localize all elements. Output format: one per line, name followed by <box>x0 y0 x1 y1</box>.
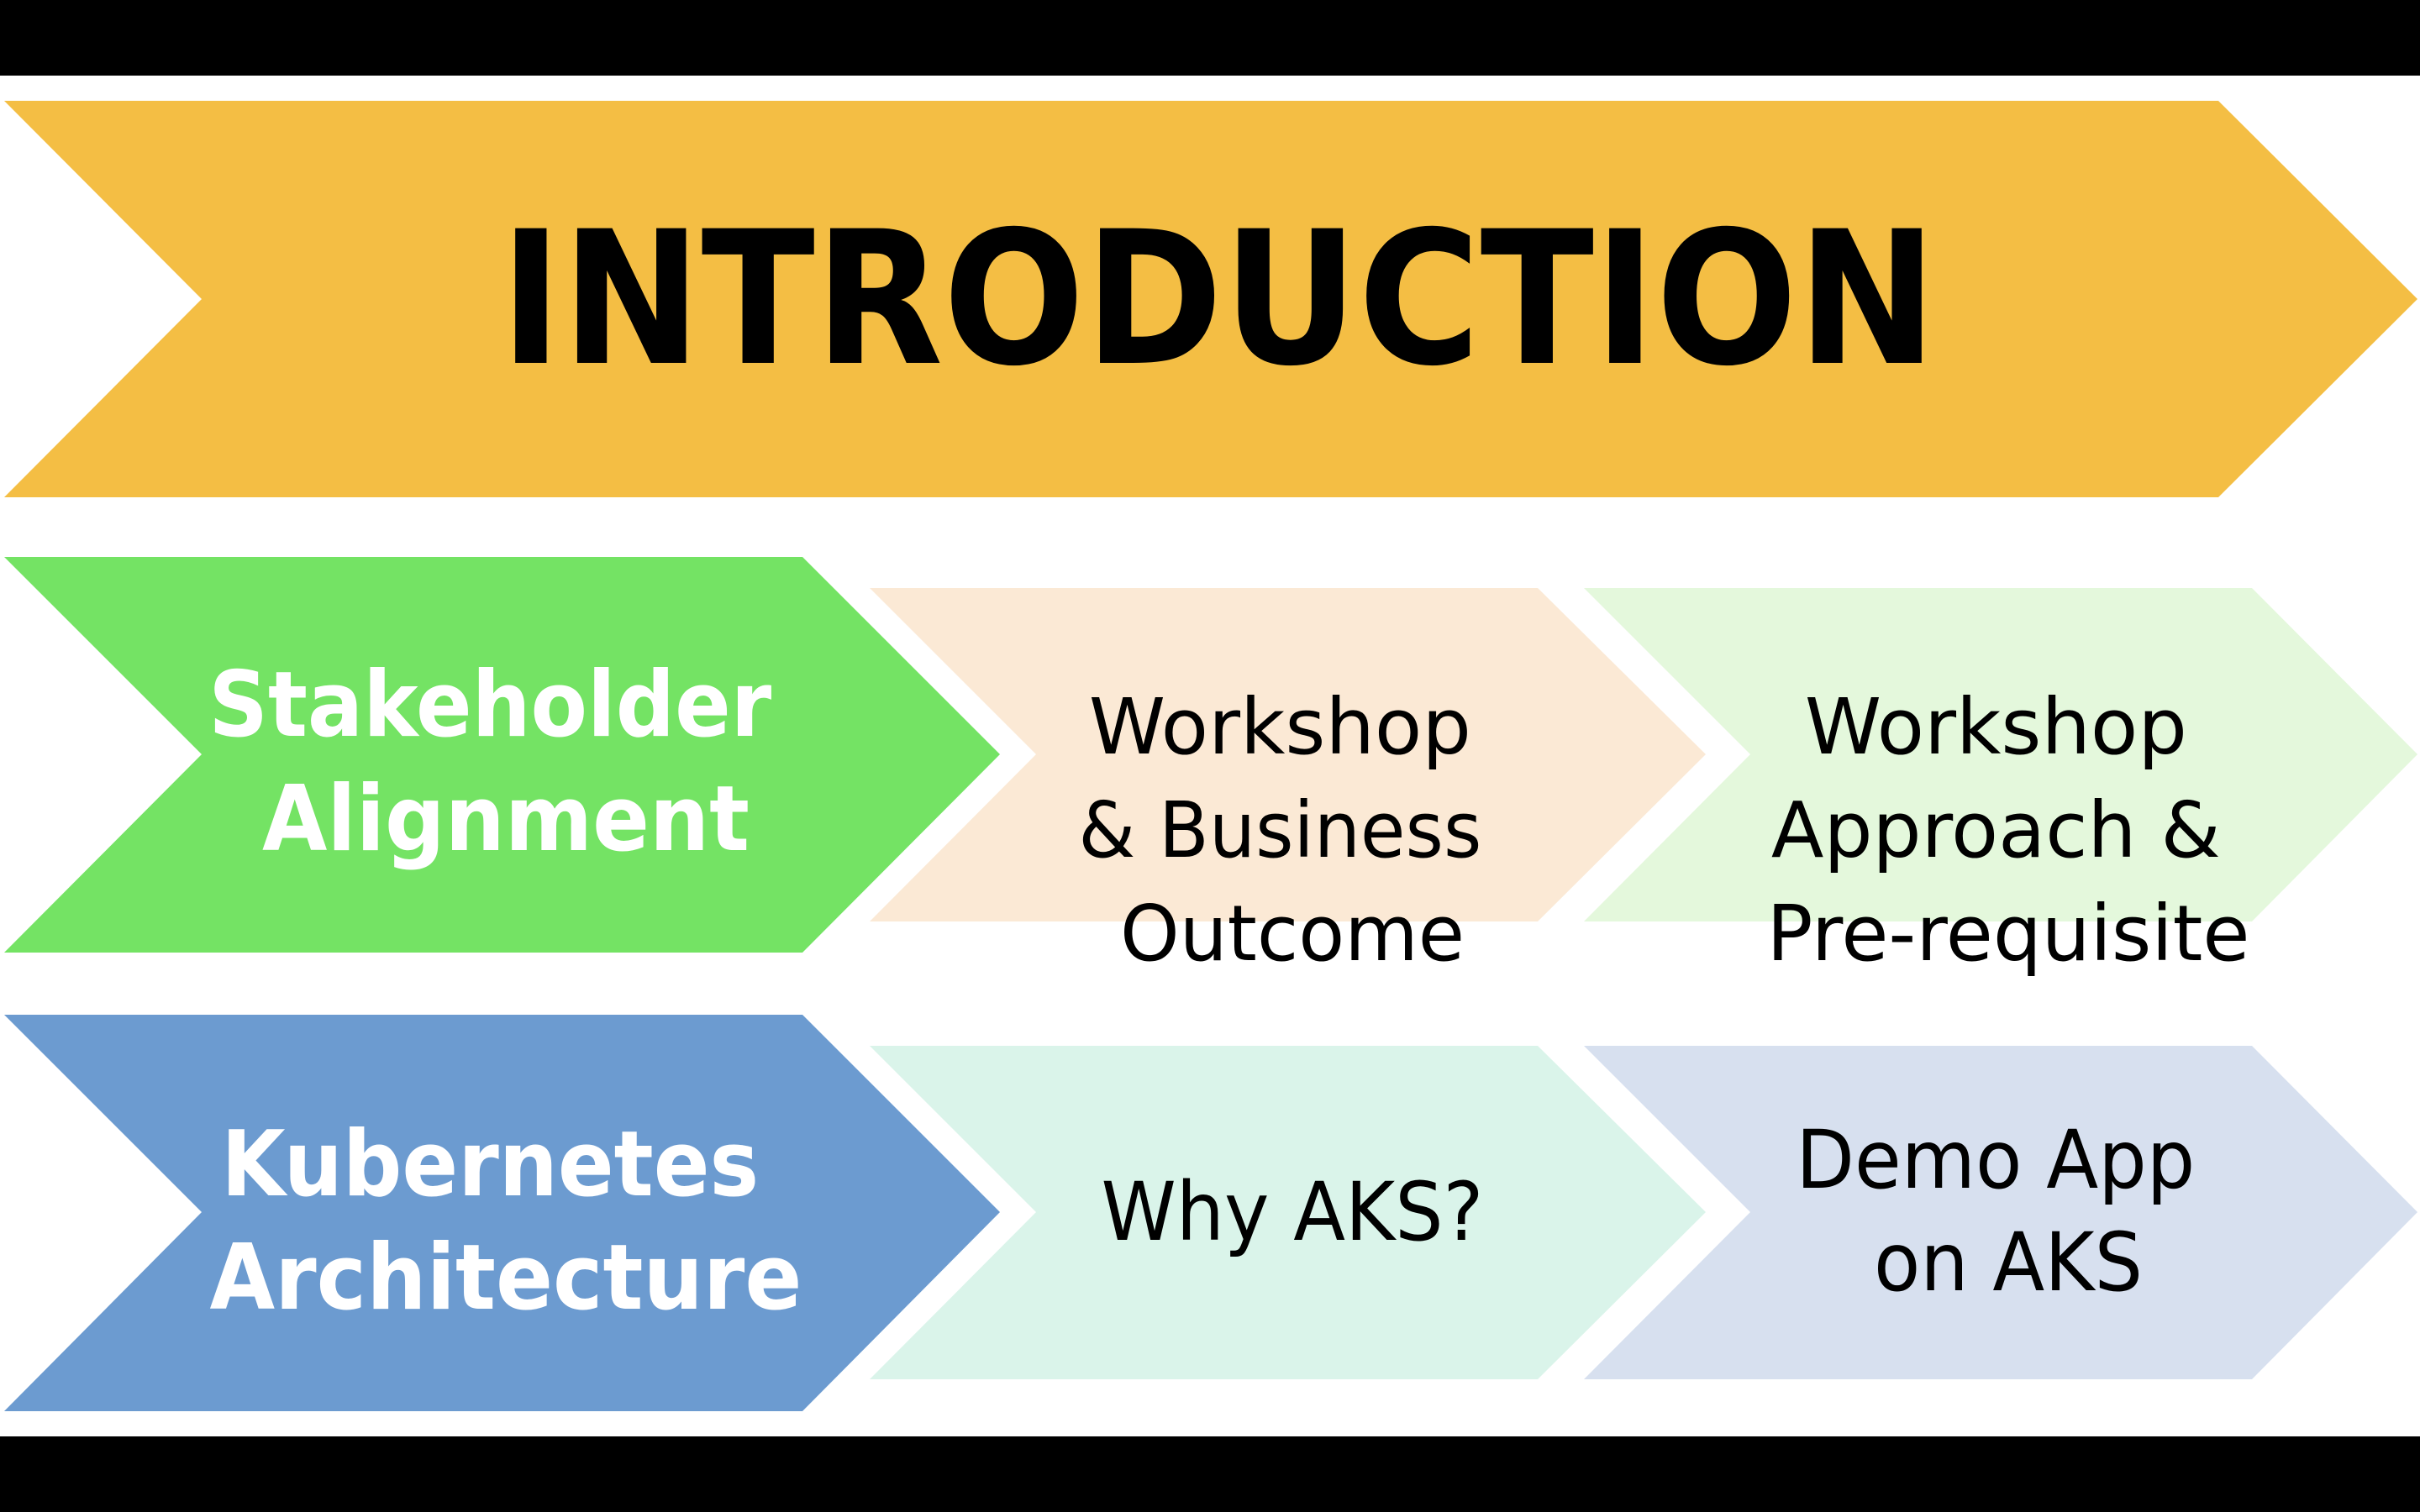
lead-chevron-stakeholder-alignment: Stakeholder Alignment <box>4 557 1000 953</box>
step-chevron-label: Why AKS? <box>1102 1165 1484 1259</box>
step-label-line: Workshop <box>1805 682 2187 772</box>
step-chevron-workshop-business-outcome: Workshop & Business Outcome <box>870 588 1706 979</box>
letterbox-bottom <box>0 1436 2420 1512</box>
step-label-line: & Business <box>1078 785 1481 875</box>
lead-label-line: Architecture <box>210 1226 802 1331</box>
letterbox-top <box>0 0 2420 76</box>
lead-chevron-kubernetes-architecture: Kubernetes Architecture <box>4 1015 1000 1411</box>
step-chevron-demo-app-on-aks: Demo App on AKS <box>1584 1046 2417 1379</box>
step-label-line: Outcome <box>1120 889 1465 979</box>
title-chevron: INTRODUCTION <box>4 101 2417 497</box>
row-stakeholder-alignment: Stakeholder Alignment Workshop & Busines… <box>4 557 2417 979</box>
step-label-line: Pre-requisite <box>1767 889 2250 979</box>
row-kubernetes-architecture: Kubernetes Architecture Why AKS? Demo Ap… <box>4 1015 2417 1411</box>
lead-chevron-shape <box>4 1015 1000 1411</box>
lead-label-line: Alignment <box>262 767 750 872</box>
step-label-line: Why AKS? <box>1102 1165 1484 1259</box>
step-label-line: Workshop <box>1089 682 1471 772</box>
step-chevron-shape <box>870 588 1706 921</box>
slide-canvas: INTRODUCTION Stakeholder Alignment Works… <box>0 76 2420 1436</box>
step-label-line: Demo App <box>1796 1113 2195 1207</box>
lead-chevron-label: Stakeholder Alignment <box>208 653 803 872</box>
step-chevron-why-aks: Why AKS? <box>870 1046 1706 1379</box>
step-label-line: Approach & <box>1771 785 2221 875</box>
lead-chevron-shape <box>4 557 1000 953</box>
step-chevron-shape <box>1584 1046 2417 1379</box>
lead-chevron-label: Kubernetes Architecture <box>210 1112 802 1331</box>
title-text: INTRODUCTION <box>500 192 1937 407</box>
step-chevron-label: Workshop Approach & Pre-requisite <box>1767 682 2250 979</box>
step-chevron-shape <box>1584 588 2417 921</box>
process-diagram: INTRODUCTION Stakeholder Alignment Works… <box>4 101 2417 1411</box>
title-chevron-shape <box>4 101 2417 497</box>
step-chevron-label: Demo App on AKS <box>1796 1113 2221 1310</box>
step-chevron-workshop-approach-prerequisite: Workshop Approach & Pre-requisite <box>1584 588 2417 979</box>
step-label-line: on AKS <box>1874 1215 2143 1310</box>
step-chevron-shape <box>870 1046 1706 1379</box>
lead-label-line: Stakeholder <box>208 653 771 758</box>
step-chevron-label: Workshop & Business Outcome <box>1078 682 1506 979</box>
lead-label-line: Kubernetes <box>221 1112 759 1217</box>
